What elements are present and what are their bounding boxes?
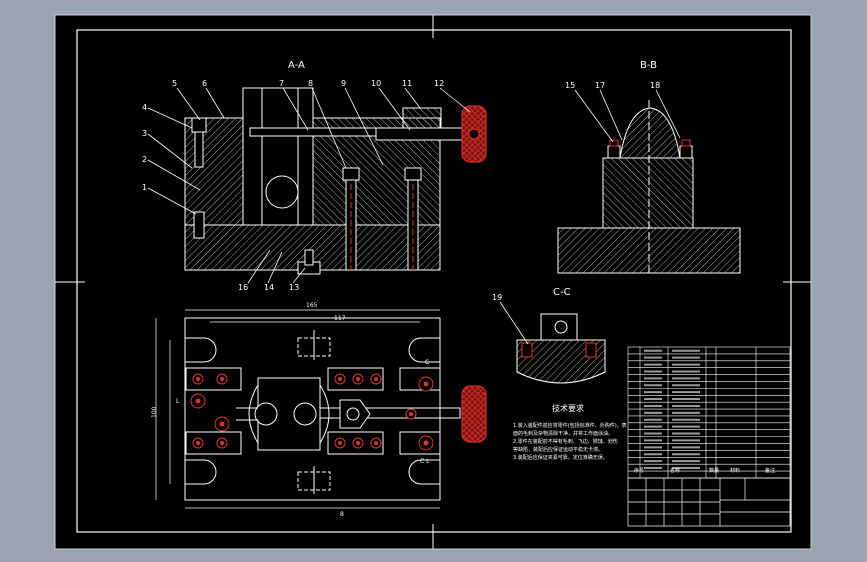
- top-view-dim-text: 165 117 100 8 L C L C: [151, 302, 430, 518]
- header-seq: 序号: [634, 467, 644, 474]
- balloon-1: 1: [142, 183, 147, 192]
- tech-line-1: 1.装入装配件前应将零件(包括标准件、外购件)，表: [513, 422, 627, 429]
- balloon-12: 12: [434, 79, 444, 88]
- balloon-18: 18: [650, 81, 660, 90]
- drawing-border: [76, 29, 792, 533]
- balloon-10: 10: [371, 79, 381, 88]
- section-bb-leaders: [574, 89, 681, 143]
- tech-heading: 技术要求: [552, 403, 584, 413]
- tech-requirements: 技术要求 1.装入装配件前应将零件(包括标准件、外购件)，表 面的毛刺及杂物清除…: [513, 403, 627, 461]
- centering-marks: [55, 15, 811, 549]
- section-cc-view: C-C: [516, 287, 606, 384]
- balloon-6: 6: [202, 79, 207, 88]
- section-cc-leader: [499, 301, 529, 345]
- top-view-screws: [190, 373, 434, 451]
- balloon-8: 8: [308, 79, 313, 88]
- dim-ref-l: L: [176, 398, 180, 405]
- balloon-17: 17: [595, 81, 605, 90]
- section-aa-leaders: [147, 87, 471, 284]
- balloon-2: 2: [142, 155, 147, 164]
- title-block: [627, 477, 791, 527]
- dim-ref-cl: C L: [420, 458, 430, 465]
- balloon-15: 15: [565, 81, 575, 90]
- header-material: 材料: [730, 467, 740, 474]
- balloon-5: 5: [172, 79, 177, 88]
- top-view-dimensions: [155, 309, 440, 509]
- balloon-7: 7: [279, 79, 284, 88]
- dim-ref-c: C: [425, 359, 429, 366]
- tech-line-4: 等缺陷，装配后应保证运动平稳无卡滞。: [513, 446, 603, 453]
- balloon-13: 13: [289, 283, 299, 292]
- header-qty: 数量: [709, 467, 719, 474]
- dim-left-height: 100: [151, 406, 158, 418]
- balloon-4: 4: [142, 103, 147, 112]
- balloon-19: 19: [492, 293, 502, 302]
- section-cc-title: C-C: [553, 287, 571, 298]
- balloon-14: 14: [264, 283, 274, 292]
- header-notes: 备注: [765, 467, 775, 474]
- header-name: 名称: [670, 467, 680, 474]
- parts-header: 序号 名称 数量 材料 备注: [634, 467, 775, 474]
- balloon-9: 9: [341, 79, 346, 88]
- parts-list: [627, 346, 791, 479]
- section-bb-balloons: 15 17 18: [565, 81, 660, 90]
- balloon-11: 11: [402, 79, 412, 88]
- tech-line-3: 2.零件在装配前不得有毛刺、飞边、锈蚀、划伤: [513, 438, 618, 445]
- dim-bottom: 8: [340, 511, 344, 518]
- tech-line-2: 面的毛刺及杂物清除干净，并将工作面涂油。: [513, 430, 613, 437]
- section-aa-view: A-A: [184, 60, 487, 275]
- tech-line-5: 3.装配后应保证夹紧可靠，定位准确无误。: [513, 454, 608, 461]
- section-aa-title: A-A: [288, 60, 305, 71]
- dim-inner-width: 117: [334, 315, 346, 322]
- top-view: [184, 317, 487, 501]
- section-bb-title: B-B: [640, 60, 657, 71]
- dim-top-width: 165: [306, 302, 318, 309]
- section-aa-balloons: 5 6 7 8 9 10 11 12 4 3 2 1 16 14 13: [142, 79, 444, 292]
- balloon-16: 16: [238, 283, 248, 292]
- section-bb-view: B-B: [557, 60, 741, 275]
- balloon-3: 3: [142, 129, 147, 138]
